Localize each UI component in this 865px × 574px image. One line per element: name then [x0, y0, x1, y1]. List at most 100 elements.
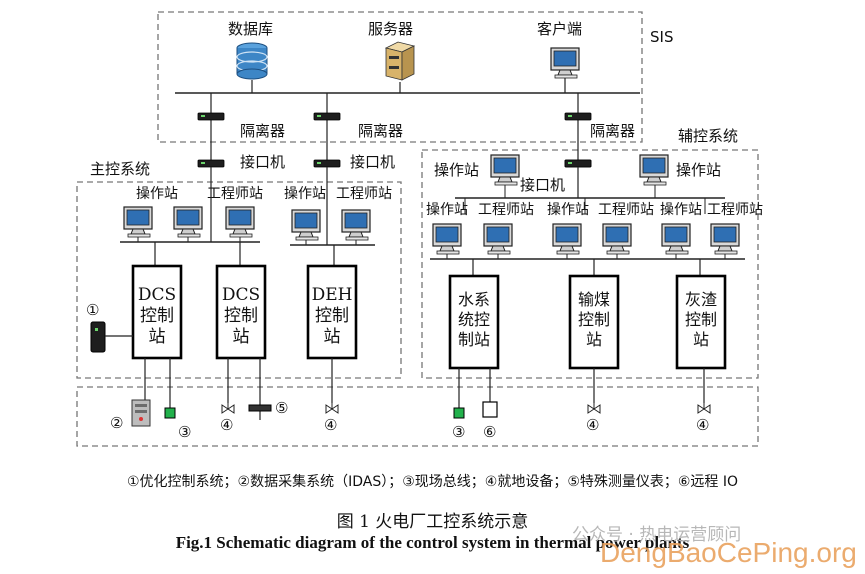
station-label-line: 站: [586, 330, 602, 349]
main-control-label: 主控系统: [90, 160, 150, 178]
operator-station-label: 操作站: [676, 161, 721, 179]
database-icon: [236, 42, 268, 80]
aux-engineer-monitor-icon: [710, 223, 740, 255]
station-label-line: 输煤: [578, 290, 610, 309]
station-label-line: 控制: [578, 310, 610, 329]
aux-operator-monitor-icon: [490, 154, 520, 186]
interface-machine-label: 接口机: [350, 153, 395, 171]
data-acquisition-icon: [131, 399, 151, 427]
dcs-station-1: [131, 264, 183, 360]
wechat-watermark: 公众号 · 热电运营顾问: [572, 525, 742, 545]
station-label-line: DCS: [138, 285, 176, 305]
optimization-control-icon: [90, 321, 106, 353]
water-system-station: [448, 274, 500, 370]
interface-machine-label: 接口机: [240, 153, 285, 171]
field-bus-icon: [164, 407, 176, 419]
special-instrument-icon: [248, 404, 272, 412]
server-icon: [384, 41, 416, 81]
engineer-station-label: 工程师站: [707, 202, 763, 218]
operator-station-label: 操作站: [660, 202, 702, 218]
isolator-label: 隔离器: [358, 122, 403, 140]
marker-4: ④: [696, 416, 709, 434]
aux-control-region: [421, 149, 759, 379]
station-label-line: 统控: [458, 310, 490, 329]
field-bus-icon: [453, 407, 465, 419]
database-label: 数据库: [228, 20, 273, 38]
local-device-valve-icon: [325, 402, 339, 414]
engineer-station-label: 工程师站: [478, 202, 534, 218]
station-label-line: DCS: [222, 285, 260, 305]
marker-5: ⑤: [275, 399, 288, 417]
client-label: 客户端: [537, 20, 582, 38]
station-label-line: 控制: [140, 306, 174, 326]
station-label-line: DEH: [312, 285, 353, 305]
aux-operator-monitor-icon: [552, 223, 582, 255]
remote-io-icon: [482, 401, 498, 418]
aux-operator-monitor-icon: [432, 223, 462, 255]
operator-station-label: 操作站: [136, 186, 178, 202]
ash-station: [675, 274, 727, 370]
isolator-label: 隔离器: [240, 122, 285, 140]
engineer-station-label: 工程师站: [336, 186, 392, 202]
marker-4: ④: [220, 416, 233, 434]
operator-monitor-icon: [123, 206, 153, 238]
figure-caption-en: Fig.1 Schematic diagram of the control s…: [175, 533, 690, 552]
marker-4: ④: [324, 416, 337, 434]
operator-station-label: 操作站: [284, 186, 326, 202]
client-monitor-icon: [550, 47, 580, 79]
station-label-line: 控制: [685, 310, 717, 329]
server-label: 服务器: [368, 20, 413, 38]
marker-3: ③: [452, 423, 465, 441]
engineer-station-label: 工程师站: [207, 186, 263, 202]
marker-2: ②: [110, 414, 123, 432]
station-label-line: 站: [233, 327, 250, 347]
aux-engineer-monitor-icon: [602, 223, 632, 255]
sis-region: [157, 11, 643, 143]
field-region: [76, 386, 759, 447]
site-watermark: DengBaoCePing.org: [600, 537, 857, 568]
marker-6: ⑥: [483, 423, 496, 441]
local-device-valve-icon: [697, 402, 711, 414]
operator-station-label: 操作站: [434, 161, 479, 179]
station-label-line: 站: [324, 327, 341, 347]
aux-engineer-monitor-icon: [483, 223, 513, 255]
interface-machine-icon: [197, 159, 225, 168]
operator-station-label: 操作站: [547, 202, 589, 218]
interface-machine-label: 接口机: [520, 176, 565, 194]
station-label-line: 水系: [458, 290, 490, 309]
engineer-monitor-icon: [225, 206, 255, 238]
engineer-station-label: 工程师站: [598, 202, 654, 218]
marker-4: ④: [586, 416, 599, 434]
marker-1: ①: [86, 301, 99, 319]
sis-label: SIS: [650, 28, 673, 46]
station-label-line: 站: [149, 327, 166, 347]
interface-machine-icon: [313, 159, 341, 168]
figure-caption-zh: 图 1 火电厂工控系统示意: [336, 512, 529, 532]
station-label-line: 控制: [224, 306, 258, 326]
main-control-region: [76, 181, 402, 379]
operator-monitor-icon: [291, 209, 321, 241]
operator-station-label: 操作站: [426, 202, 468, 218]
isolator-icon: [313, 112, 341, 121]
station-label-line: 控制: [315, 306, 349, 326]
isolator-icon: [564, 112, 592, 121]
local-device-valve-icon: [221, 402, 235, 414]
marker-3: ③: [178, 423, 191, 441]
coal-handling-station: [568, 274, 620, 370]
operator-monitor-icon: [173, 206, 203, 238]
legend: ①优化控制系统；②数据采集系统（IDAS）；③现场总线；④就地设备；⑤特殊测量仪…: [126, 474, 739, 490]
dcs-station-2: [215, 264, 267, 360]
isolator-label: 隔离器: [590, 122, 635, 140]
aux-interface-machine-icon: [564, 159, 592, 168]
station-label-line: 站: [693, 330, 709, 349]
engineer-monitor-icon: [341, 209, 371, 241]
station-label-line: 灰渣: [685, 290, 717, 309]
aux-operator-monitor-icon: [661, 223, 691, 255]
